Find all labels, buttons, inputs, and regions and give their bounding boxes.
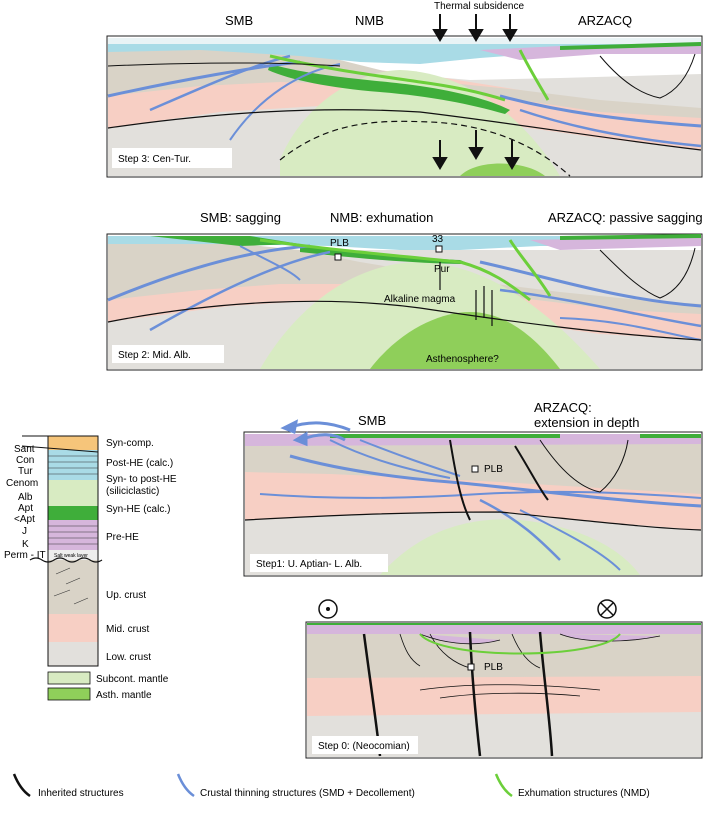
label-nmb-exhumation: NMB: exhumation [330, 210, 433, 225]
label-plb-2: PLB [330, 238, 349, 249]
unit-syn-comp: Syn-comp. [106, 438, 154, 449]
step1-label: Step1: U. Aptian- L. Alb. [256, 559, 362, 570]
legend-inherited-swatch [12, 773, 31, 798]
unit-post-he: Post-HE (calc.) [106, 458, 173, 469]
unit-low-crust: Low. crust [106, 652, 151, 663]
step0-label: Step 0: (Neocomian) [318, 741, 410, 752]
age-tur: Tur [18, 466, 33, 477]
label-smb-1: SMB [358, 413, 386, 428]
panel-step2: Step 2: Mid. Alb. SMB: sagging NMB: exhu… [106, 210, 703, 371]
step2-label: Step 2: Mid. Alb. [118, 350, 191, 361]
unit-pre-he: Pre-HE [106, 532, 139, 543]
unit-up-crust: Up. crust [106, 590, 146, 601]
legend: Inherited structures Crustal thinning st… [12, 773, 650, 799]
age-perm-it: Perm - IT [4, 550, 46, 561]
salt-weak-layer: Salt weak layer [54, 553, 88, 559]
label-asthenosphere: Asthenosphere? [426, 354, 499, 365]
label-nmb: NMB [355, 13, 384, 28]
label-arzacq-extension: extension in depth [534, 415, 640, 430]
legend-exhumation-swatch [494, 773, 513, 798]
unit-syn-he: Syn-HE (calc.) [106, 504, 170, 515]
stratigraphic-column: Sant Con Tur Cenom Alb Apt <Apt J K Perm… [4, 435, 177, 701]
label-smb-sagging: SMB: sagging [200, 210, 281, 225]
unit-syn-post-he: Syn- to post-HE [106, 474, 177, 485]
panel-step3: Step 3: Cen-Tur. SMB NMB Thermal subside… [106, 1, 703, 178]
age-con: Con [16, 455, 34, 466]
label-33: 33 [432, 234, 444, 245]
unit-asth-mantle: Asth. mantle [96, 690, 152, 701]
age-cenom: Cenom [6, 478, 38, 489]
label-alkaline-magma: Alkaline magma [384, 294, 456, 305]
label-smb: SMB [225, 13, 253, 28]
dot-symbol [318, 599, 338, 619]
legend-exhumation: Exhumation structures (NMD) [518, 788, 650, 799]
age-k: K [22, 539, 29, 550]
label-plb-0: PLB [484, 662, 503, 673]
age-apt: Apt [18, 503, 33, 514]
unit-mid-crust: Mid. crust [106, 624, 150, 635]
legend-crustal-swatch [176, 773, 195, 798]
label-plb-1: PLB [484, 464, 503, 475]
panel-step0: Step 0: (Neocomian) PLB [305, 599, 703, 759]
label-arzacq: ARZACQ [578, 13, 632, 28]
legend-crustal: Crustal thinning structures (SMD + Decol… [200, 788, 415, 799]
label-pur: Pur [434, 264, 450, 275]
cross-symbol [597, 599, 617, 619]
step3-label: Step 3: Cen-Tur. [118, 154, 191, 165]
legend-inherited: Inherited structures [38, 788, 124, 799]
label-arzacq-1: ARZACQ: [534, 400, 592, 415]
age-sant: Sant [14, 444, 35, 455]
age-pre-apt: <Apt [14, 514, 35, 525]
unit-subcont-mantle: Subcont. mantle [96, 674, 169, 685]
panel-step1: Step1: U. Aptian- L. Alb. SMB ARZACQ: ex… [243, 400, 703, 577]
unit-siliciclastic: (siliciclastic) [106, 486, 159, 497]
label-arzacq-passive: ARZACQ: passive sagging [548, 210, 703, 225]
label-thermal-subsidence: Thermal subsidence [434, 1, 524, 12]
age-alb: Alb [18, 492, 33, 503]
age-j: J [22, 526, 27, 537]
